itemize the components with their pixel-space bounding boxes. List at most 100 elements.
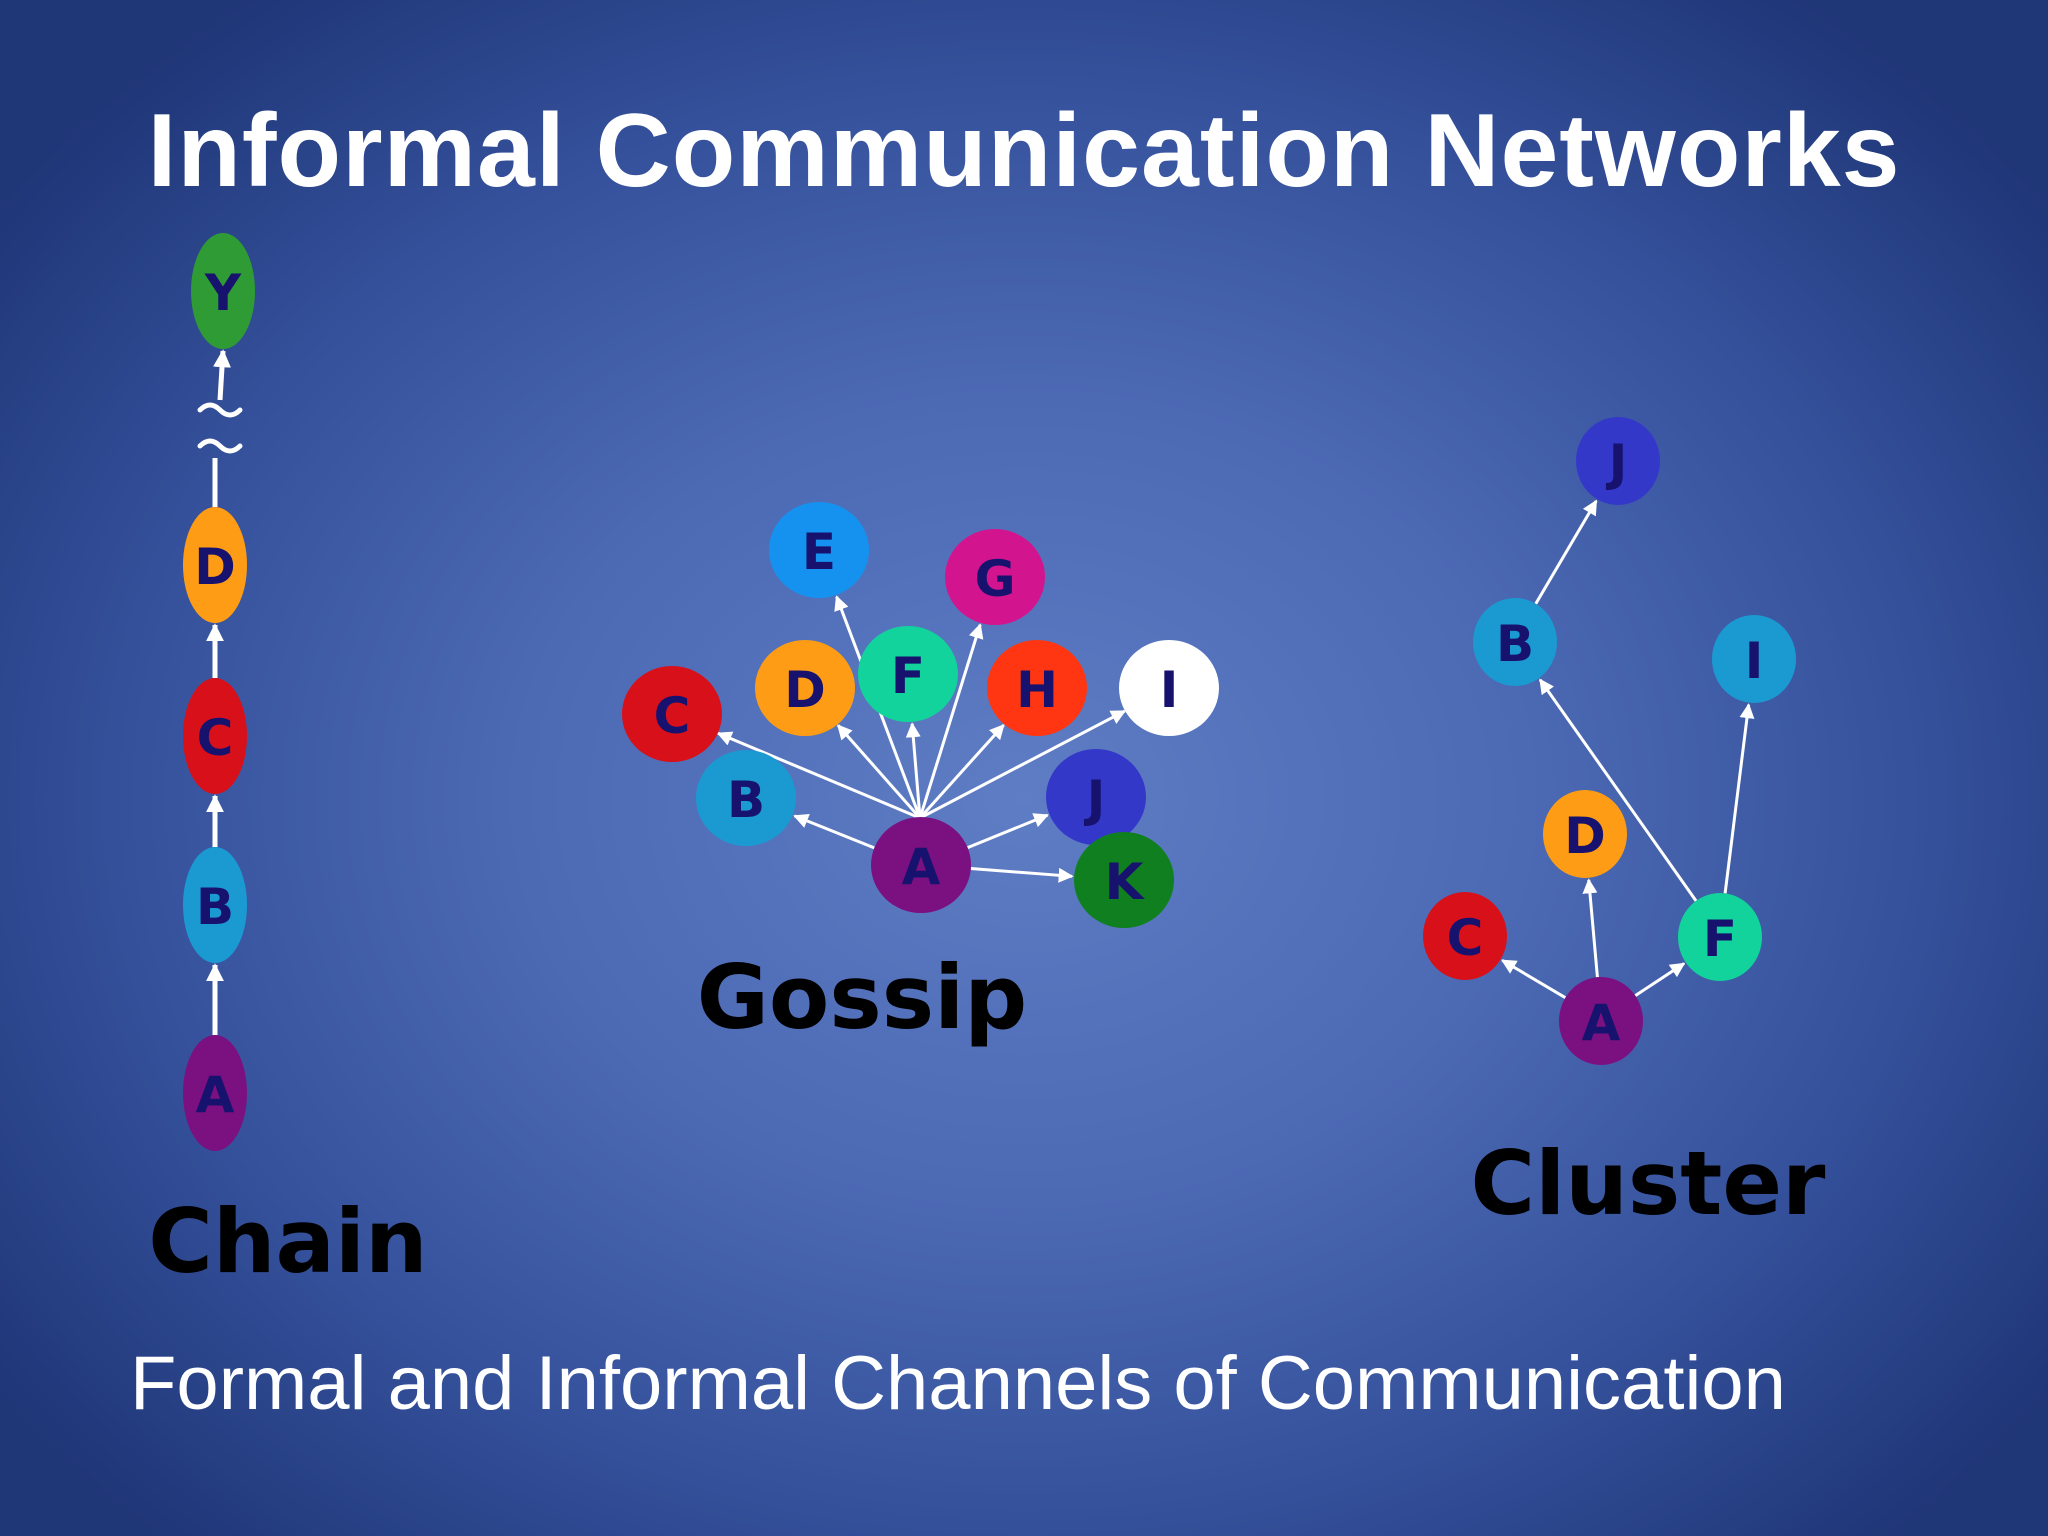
cluster-node-F-shape	[1678, 893, 1762, 981]
cluster-node-B-label: B	[1496, 615, 1534, 673]
cluster-node-J-label: J	[1606, 434, 1628, 492]
gossip-node-B-shape	[696, 750, 796, 846]
gossip-node-A-label: A	[902, 838, 941, 896]
gossip-edges	[716, 595, 1127, 883]
chain-node-B-shape	[183, 847, 247, 963]
edge-gossip-A-C	[716, 731, 921, 820]
chain-network: A B C D Y Chain	[148, 233, 428, 1293]
gossip-node-E-shape	[769, 502, 869, 598]
gossip-node-B: B	[696, 750, 796, 846]
cluster-node-I-label: I	[1745, 632, 1764, 690]
edge-gossip-A-K	[970, 867, 1074, 883]
chain-node-D: D	[183, 507, 247, 623]
cluster-node-C-label: C	[1447, 909, 1484, 967]
gossip-node-K-shape	[1074, 832, 1174, 928]
gossip-node-D-shape	[755, 640, 855, 736]
gossip-node-G: G	[945, 529, 1045, 625]
cluster-node-C: C	[1423, 892, 1507, 980]
cluster-node-B-shape	[1473, 598, 1557, 686]
cluster-node-B: B	[1473, 598, 1557, 686]
cluster-node-I-shape	[1712, 615, 1796, 703]
gossip-node-J-shape	[1046, 749, 1146, 845]
gossip-node-J: J	[1046, 749, 1146, 845]
chain-nodes: A B C D Y	[183, 233, 255, 1151]
chain-node-A: A	[183, 1035, 247, 1151]
edge-chain-D-Y-upper	[213, 349, 231, 401]
edge-gossip-A-G	[918, 623, 984, 819]
cluster-edges	[1501, 499, 1755, 999]
gossip-label: Gossip	[697, 946, 1028, 1049]
gossip-node-C: C	[622, 666, 722, 762]
cluster-node-J: J	[1576, 417, 1660, 505]
gossip-node-G-label: G	[974, 550, 1015, 608]
gossip-node-C-label: C	[654, 687, 691, 745]
cluster-node-D: D	[1543, 790, 1627, 878]
cluster-network: A C D F B I J Cluster	[1423, 417, 1826, 1235]
slide-title: Informal Communication Networks	[147, 93, 1901, 209]
chain-node-Y-shape	[191, 233, 255, 349]
gossip-node-A-shape	[871, 817, 971, 913]
cluster-label: Cluster	[1471, 1132, 1827, 1235]
cluster-node-C-shape	[1423, 892, 1507, 980]
gossip-node-E-label: E	[802, 523, 836, 581]
chain-node-B-label: B	[196, 878, 234, 936]
cluster-node-A: A	[1559, 977, 1643, 1065]
chain-node-Y: Y	[191, 233, 255, 349]
gossip-node-I-label: I	[1160, 661, 1179, 719]
gossip-node-E: E	[769, 502, 869, 598]
chain-node-D-label: D	[194, 538, 236, 596]
gossip-network: A BC D E FGH IJK Gossip	[622, 502, 1219, 1049]
gossip-node-I: I	[1119, 640, 1219, 736]
edge-gossip-A-B	[793, 813, 875, 850]
cluster-node-A-label: A	[1582, 994, 1621, 1052]
chain-label: Chain	[148, 1190, 427, 1293]
cluster-node-F-label: F	[1703, 910, 1737, 968]
cluster-node-F: F	[1678, 893, 1762, 981]
chain-node-B: B	[183, 847, 247, 963]
chain-node-A-label: A	[196, 1066, 235, 1124]
gossip-node-G-shape	[945, 529, 1045, 625]
gossip-node-F-label: F	[891, 647, 925, 705]
gossip-node-I-shape	[1119, 640, 1219, 736]
chain-edges	[206, 349, 231, 1035]
gossip-node-C-shape	[622, 666, 722, 762]
gossip-node-H-label: H	[1016, 661, 1058, 719]
cluster-node-D-shape	[1543, 790, 1627, 878]
gossip-node-F: F	[858, 626, 958, 722]
gossip-node-D: D	[755, 640, 855, 736]
edge-gossip-A-J	[967, 813, 1049, 850]
edge-cluster-F-I	[1723, 703, 1755, 894]
cluster-node-J-shape	[1576, 417, 1660, 505]
gossip-node-F-shape	[858, 626, 958, 722]
gossip-node-H: H	[987, 640, 1087, 736]
edge-cluster-B-J	[1534, 499, 1598, 605]
cluster-nodes: A C D F B I J	[1423, 417, 1796, 1065]
gossip-node-A: A	[871, 817, 971, 913]
edge-cluster-A-D	[1582, 878, 1599, 978]
chain-node-C: C	[183, 678, 247, 794]
gossip-node-K-label: K	[1105, 853, 1146, 911]
chain-node-D-shape	[183, 507, 247, 623]
edge-gossip-A-H	[918, 723, 1005, 820]
edge-gossip-A-D	[836, 724, 922, 819]
chain-node-C-shape	[183, 678, 247, 794]
gossip-node-K: K	[1074, 832, 1174, 928]
wavy-break-icon	[197, 402, 243, 454]
gossip-node-H-shape	[987, 640, 1087, 736]
edge-cluster-F-B	[1538, 678, 1698, 902]
edge-gossip-A-F	[905, 722, 922, 819]
gossip-node-B-label: B	[727, 771, 765, 829]
cluster-node-D-label: D	[1564, 807, 1606, 865]
gossip-node-J-label: J	[1084, 770, 1106, 828]
gossip-node-D-label: D	[784, 661, 826, 719]
edge-cluster-A-F	[1634, 962, 1686, 997]
gossip-nodes: A BC D E FGH IJK	[622, 502, 1219, 928]
cluster-node-I: I	[1712, 615, 1796, 703]
chain-node-C-label: C	[197, 709, 234, 767]
edge-cluster-A-C	[1501, 959, 1567, 999]
chain-node-A-shape	[183, 1035, 247, 1151]
chain-node-Y-label: Y	[204, 264, 242, 322]
cluster-node-A-shape	[1559, 977, 1643, 1065]
